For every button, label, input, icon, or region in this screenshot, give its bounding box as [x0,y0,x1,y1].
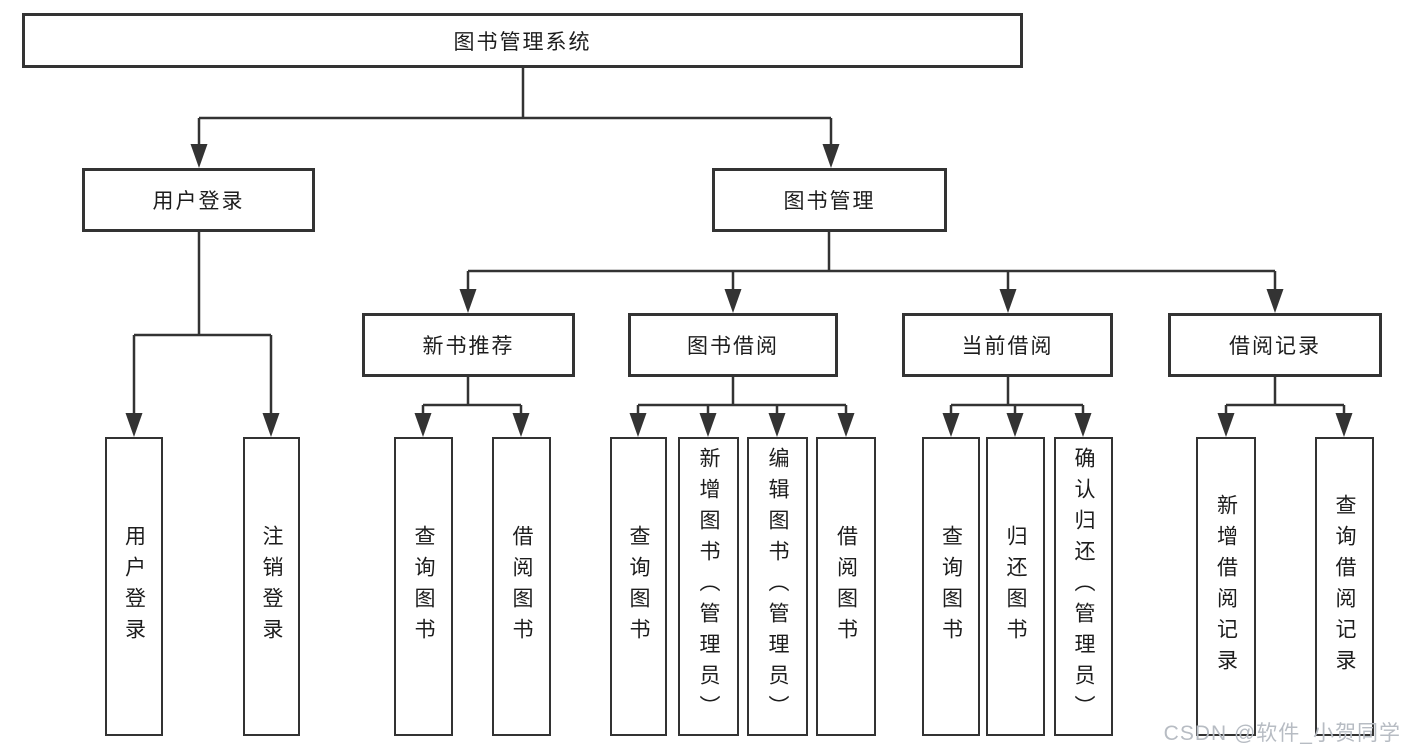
leaf-newbook-query-books: 查询图书 [394,437,453,736]
leaf-label: 查询图书 [412,524,435,649]
node-user-login: 用户登录 [82,168,315,232]
node-borrow-records: 借阅记录 [1168,313,1382,377]
node-current-borrowing: 当前借阅 [902,313,1113,377]
node-book-borrowing: 图书借阅 [628,313,838,377]
leaf-label: 用户登录 [122,524,146,649]
leaf-label: 查询图书 [939,524,963,649]
leaf-newbook-borrow-books: 借阅图书 [492,437,551,736]
leaf-label: 借阅图书 [510,524,533,649]
leaf-label: 编辑图书（管理员） [766,447,789,726]
leaf-current-confirm-return-admin: 确认归还（管理员） [1054,437,1113,736]
leaf-record-query-borrow-record: 查询借阅记录 [1315,437,1374,736]
leaf-label: 确认归还（管理员） [1072,447,1095,726]
leaf-borrowing-edit-books-admin: 编辑图书（管理员） [747,437,808,736]
leaf-label: 查询图书 [627,524,650,649]
leaf-current-return-books: 归还图书 [986,437,1045,736]
leaf-label: 注销登录 [260,524,283,649]
node-book-management: 图书管理 [712,168,947,232]
leaf-logout: 注销登录 [243,437,300,736]
leaf-current-query-books: 查询图书 [922,437,980,736]
leaf-label: 借阅图书 [834,524,858,649]
node-new-book-recommend: 新书推荐 [362,313,575,377]
leaf-user-login: 用户登录 [105,437,163,736]
leaf-record-add-borrow-record: 新增借阅记录 [1196,437,1256,736]
leaf-borrowing-query-books: 查询图书 [610,437,667,736]
leaf-borrowing-borrow-books: 借阅图书 [816,437,876,736]
node-system-root: 图书管理系统 [22,13,1023,68]
leaf-label: 查询借阅记录 [1333,493,1356,680]
leaf-label: 新增借阅记录 [1214,493,1238,680]
leaf-borrowing-add-books-admin: 新增图书（管理员） [678,437,739,736]
leaf-label: 归还图书 [1004,524,1027,649]
leaf-label: 新增图书（管理员） [697,447,720,726]
